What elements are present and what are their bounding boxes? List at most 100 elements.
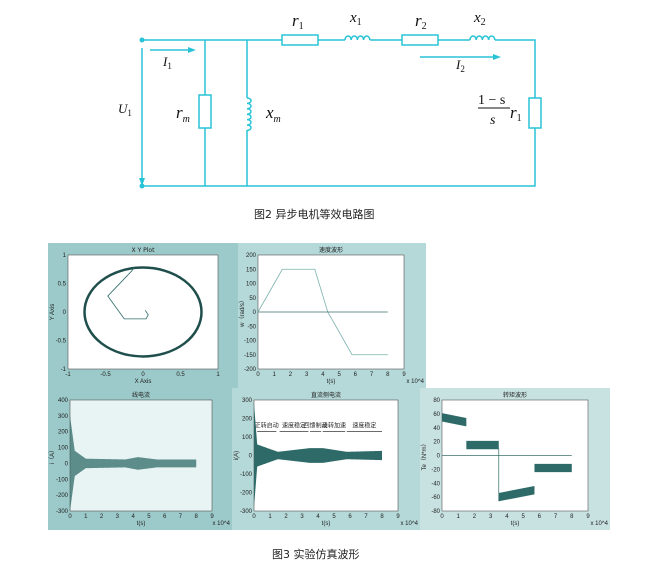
x-tick-label: 9 [210, 514, 214, 520]
y-tick-label: 100 [242, 435, 253, 441]
y-tick-label: 300 [58, 414, 69, 420]
x-tick-label: 0 [440, 514, 444, 520]
label-i1: I1 [162, 54, 172, 71]
y-tick-label: 20 [433, 440, 440, 446]
x-tick-label: 9 [396, 514, 400, 520]
annotation-label: 速度稳定 [282, 421, 306, 429]
x-tick-label: 0.5 [176, 372, 185, 378]
x-axis-label: t(s) [327, 379, 336, 385]
x-tick-label: 1 [268, 514, 272, 520]
x-tick-label: 1 [84, 514, 88, 520]
x-tick-label: 7 [179, 514, 183, 520]
label-load-denominator: s [490, 113, 496, 128]
x-tick-label: 7 [364, 514, 368, 520]
y-tick-label: 0 [437, 454, 441, 460]
y-tick-label: 400 [58, 398, 69, 404]
resistor-load [528, 97, 542, 129]
x-tick-label: 4 [316, 514, 320, 520]
y-tick-label: -40 [431, 481, 440, 487]
annotation-label: 反转加速 [322, 421, 346, 429]
x-tick-label: 1 [216, 372, 220, 378]
x-tick-label: 5 [332, 514, 336, 520]
label-r2: r2 [415, 11, 427, 32]
x-tick-label: 6 [538, 514, 542, 520]
x-tick-label: 2 [284, 514, 288, 520]
torque-band [534, 463, 572, 473]
x-tick-label: 0 [256, 372, 260, 378]
x-tick-label: 8 [380, 514, 384, 520]
x-tick-label: 9 [402, 372, 406, 378]
x-tick-label: 8 [570, 514, 574, 520]
label-x2: x2 [473, 10, 486, 28]
x-axis-label: t(s) [322, 521, 331, 527]
y-tick-label: -0.5 [56, 339, 67, 345]
signal-band [254, 403, 382, 508]
x-tick-label: 1 [273, 372, 277, 378]
y-tick-label: 1 [63, 253, 67, 259]
x-tick-label: 4 [321, 372, 325, 378]
x-tick-label: 6 [348, 514, 352, 520]
x-tick-label: 7 [554, 514, 558, 520]
speed-line [257, 268, 388, 356]
annotation-label: 回馈制动 [304, 421, 328, 429]
inductor-x1 [344, 35, 371, 41]
terminal-top [139, 37, 145, 43]
y-tick-label: 100 [58, 446, 69, 452]
y-tick-label: -100 [240, 472, 253, 478]
x-axis-label: t(s) [137, 521, 146, 527]
resistor-r2 [401, 34, 439, 46]
circuit-wires [141, 34, 542, 187]
signal-band [70, 415, 197, 511]
x-tick-label: 0 [252, 514, 256, 520]
y-tick-label: 150 [246, 267, 257, 273]
inductor-x2 [469, 35, 496, 41]
annotation-label: 正转启动 [255, 421, 279, 429]
arrow-i2-icon [493, 54, 501, 60]
y-tick-label: 200 [58, 430, 69, 436]
x-tick-label: 4 [505, 514, 509, 520]
y-tick-label: 0 [249, 454, 253, 460]
x-tick-label: 7 [370, 372, 374, 378]
chart-title: 速度波形 [319, 246, 343, 254]
y-tick-label: -1 [61, 367, 67, 373]
x-tick-label: 2 [289, 372, 293, 378]
x-tick-label: 9 [586, 514, 590, 520]
chart-title: X Y Plot [132, 247, 156, 254]
transient-line [107, 267, 149, 320]
figure2-caption: 图2 异步电机等效电路图 [254, 208, 375, 221]
y-tick-label: -200 [240, 491, 253, 497]
arrow-i1-icon [188, 47, 196, 53]
y-tick-label: -50 [247, 324, 256, 330]
x-tick-label: 3 [116, 514, 120, 520]
y-tick-label: 80 [433, 398, 440, 404]
y-tick-label: -100 [244, 339, 257, 345]
x-tick-label: 6 [163, 514, 167, 520]
x-tick-label: 8 [386, 372, 390, 378]
x-scale-label: x 10^4 [401, 521, 419, 527]
x-tick-label: 4 [131, 514, 135, 520]
x-axis-label: X Axis [135, 379, 152, 385]
y-tick-label: -150 [244, 353, 257, 359]
y-tick-label: 100 [246, 282, 257, 288]
y-tick-label: -100 [56, 477, 69, 483]
y-tick-label: 0 [65, 461, 69, 467]
y-tick-label: -60 [431, 495, 440, 501]
x-tick-label: -1 [65, 372, 71, 378]
label-load-r1: r1 [510, 103, 522, 124]
arrow-u1-icon [139, 178, 145, 186]
plot-area [69, 399, 213, 512]
y-tick-label: -300 [56, 509, 69, 515]
x-tick-label: 3 [489, 514, 493, 520]
x-tick-label: 0 [68, 514, 72, 520]
x-tick-label: 6 [354, 372, 358, 378]
y-tick-label: 300 [242, 398, 253, 404]
flux-circle [83, 266, 203, 358]
x-tick-label: -0.5 [100, 372, 111, 378]
label-rm: rm [176, 103, 190, 125]
y-tick-label: 0 [253, 310, 257, 316]
